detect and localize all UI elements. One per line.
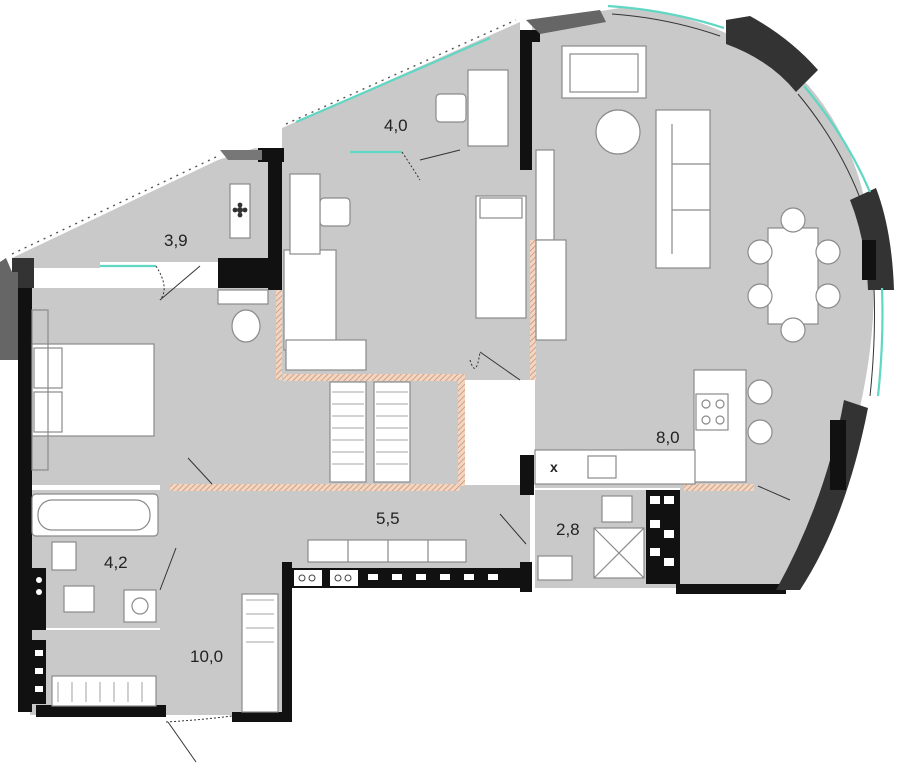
room-area-label: 10,0 [190, 647, 223, 666]
room-area-label: 4,2 [104, 553, 128, 572]
appliance-row [32, 490, 680, 704]
flower-icon [232, 202, 248, 218]
wardrobe-racks [57, 391, 408, 702]
room-area-label: 2,8 [556, 520, 580, 539]
sofa [655, 109, 711, 269]
furniture [31, 45, 841, 713]
desk [283, 249, 337, 351]
room-area-label: 4,0 [384, 116, 408, 135]
area-labels: 3,9 4,0 8,0 5,5 2,8 4,2 10,0 [104, 116, 680, 666]
dining-table [767, 227, 819, 325]
windows [100, 4, 884, 397]
balcony-railing [11, 19, 517, 255]
room-area-label: 3,9 [164, 231, 188, 250]
hatched-walls [170, 240, 754, 491]
gray-walls [0, 10, 606, 360]
door-swing-icon [155, 149, 791, 763]
room-area-label: 5,5 [376, 509, 400, 528]
chair [319, 197, 351, 227]
kitchen-marker: x [550, 459, 558, 475]
walls [12, 16, 894, 722]
round-table [595, 109, 641, 155]
room-area-label: 8,0 [656, 428, 680, 447]
